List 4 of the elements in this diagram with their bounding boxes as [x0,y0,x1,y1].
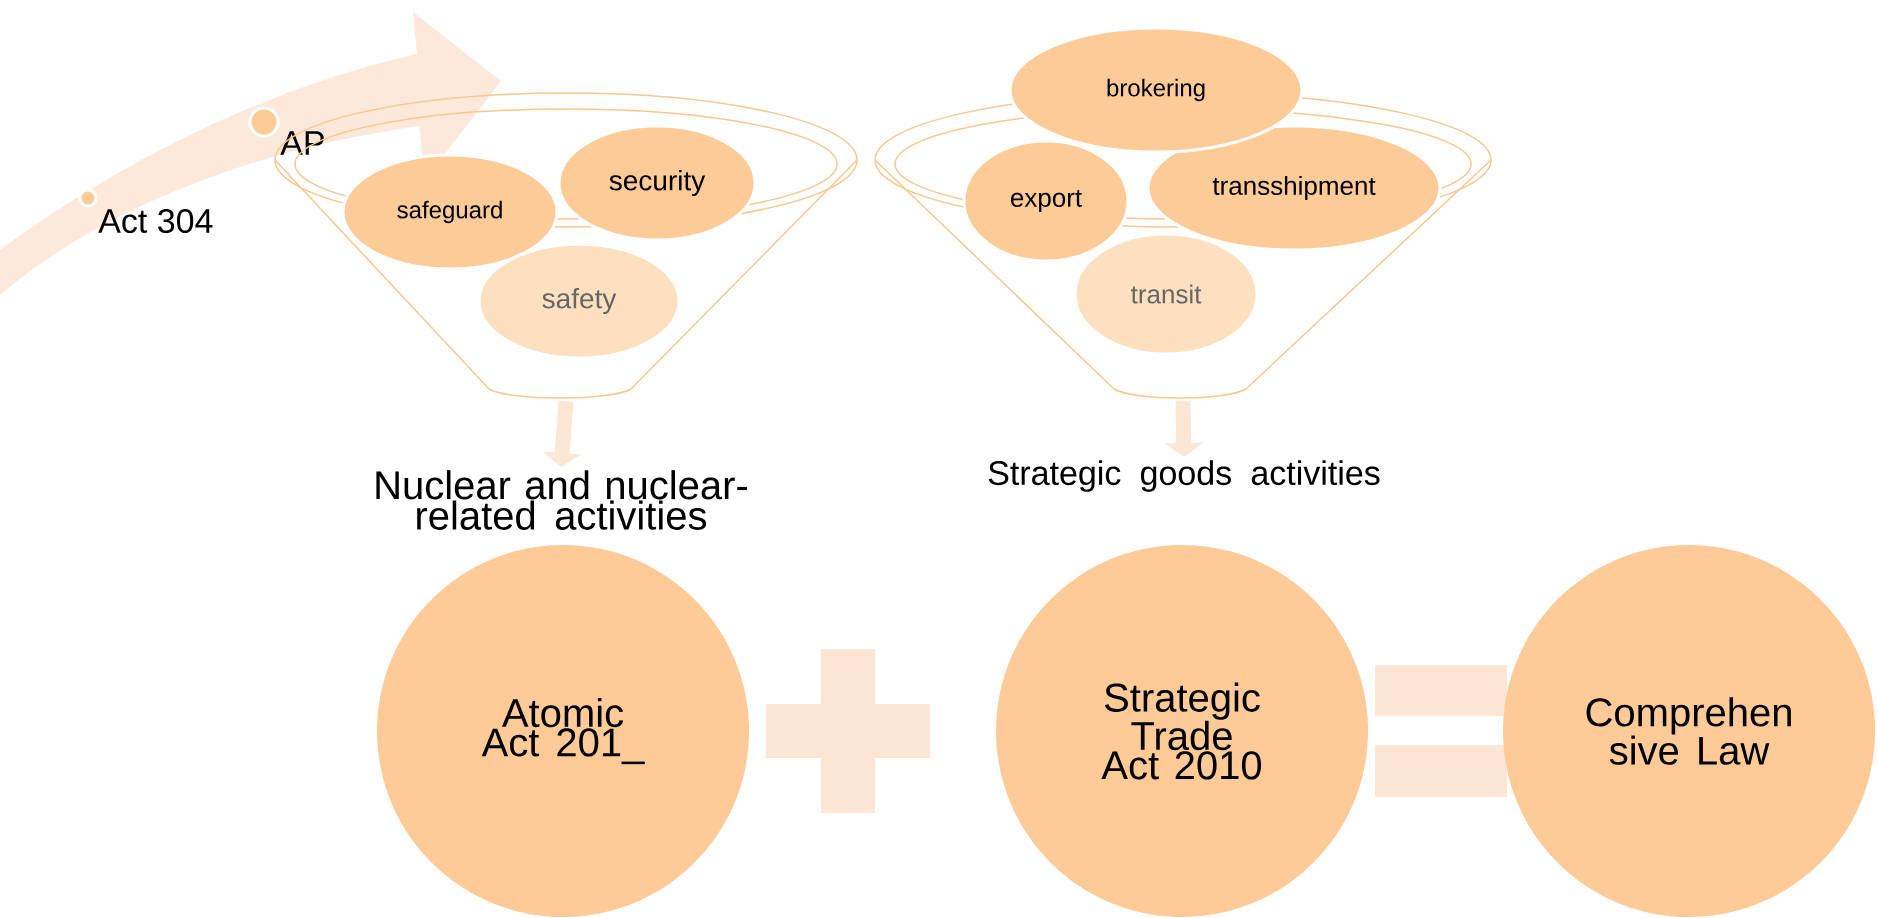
caption-text: Nuclear and nuclear-related activities [376,470,747,530]
caption-text: Strategic goods activities [988,460,1380,492]
timeline-label: Act 304 [98,208,213,234]
timeline-label: AP [280,131,324,155]
